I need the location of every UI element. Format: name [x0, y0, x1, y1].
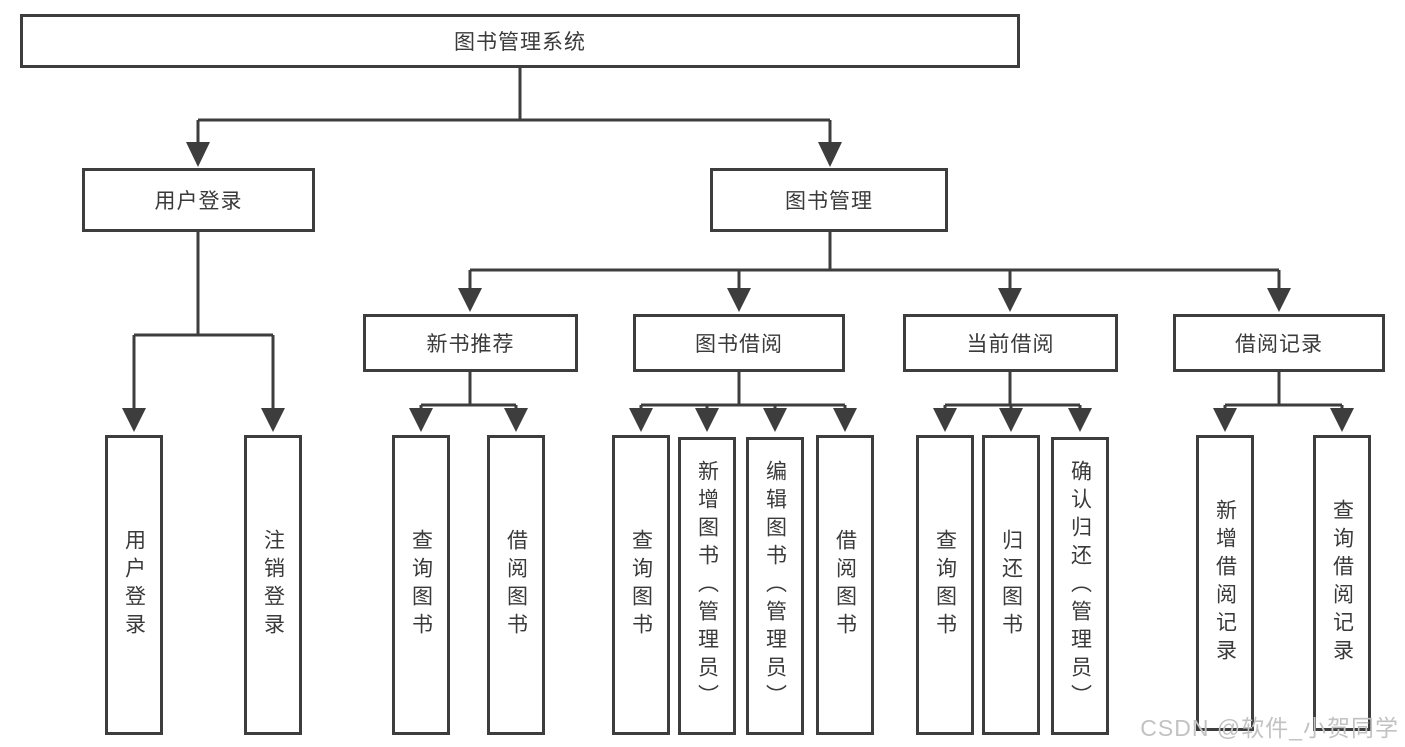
leaf-borrow-books-borrowing-label: 借阅图书 — [833, 529, 857, 641]
node-new-book-recommendation-label: 新书推荐 — [426, 333, 515, 356]
leaf-query-books-recommend-label: 查询图书 — [409, 529, 433, 641]
connector-new-book-rec-children — [409, 372, 528, 432]
node-new-book-recommendation: 新书推荐 — [363, 314, 578, 372]
connector-book-borrowing-children — [629, 372, 857, 432]
node-current-borrowing-label: 当前借阅 — [966, 333, 1055, 356]
leaf-logout-login: 注销登录 — [244, 435, 302, 735]
leaf-query-books-borrowing: 查询图书 — [612, 435, 670, 735]
leaf-add-borrow-record-label: 新增借阅记录 — [1213, 499, 1237, 667]
node-borrowing-records-label: 借阅记录 — [1235, 333, 1323, 356]
leaf-add-borrow-record: 新增借阅记录 — [1196, 435, 1254, 731]
leaf-borrow-books-borrowing: 借阅图书 — [816, 435, 874, 735]
node-borrowing-records: 借阅记录 — [1173, 314, 1385, 372]
node-library-system: 图书管理系统 — [20, 14, 1020, 68]
node-library-system-label: 图书管理系统 — [454, 31, 586, 54]
connector-user-login-children — [122, 232, 285, 432]
leaf-logout-login-label: 注销登录 — [261, 529, 285, 641]
node-book-management: 图书管理 — [710, 168, 948, 232]
leaf-query-books-current: 查询图书 — [916, 435, 974, 735]
leaf-user-login-label: 用户登录 — [122, 529, 146, 641]
leaf-query-borrow-record: 查询借阅记录 — [1313, 435, 1371, 731]
leaf-query-books-borrowing-label: 查询图书 — [629, 529, 653, 641]
node-book-borrowing: 图书借阅 — [633, 314, 845, 372]
leaf-return-books-label: 归还图书 — [999, 529, 1023, 641]
connector-current-borrowing-children — [933, 372, 1092, 432]
leaf-borrow-books-recommend: 借阅图书 — [487, 435, 545, 735]
leaf-add-books-admin: 新增图书（管理员） — [678, 437, 736, 735]
leaf-confirm-return-admin-label: 确认归还（管理员） — [1068, 460, 1092, 712]
leaf-confirm-return-admin: 确认归还（管理员） — [1051, 437, 1109, 735]
leaf-borrow-books-recommend-label: 借阅图书 — [504, 529, 528, 641]
leaf-user-login: 用户登录 — [105, 435, 163, 735]
leaf-edit-books-admin-label: 编辑图书（管理员） — [763, 460, 787, 712]
connector-book-management-children — [458, 232, 1291, 312]
leaf-return-books: 归还图书 — [982, 435, 1040, 735]
node-book-borrowing-label: 图书借阅 — [695, 333, 783, 356]
leaf-edit-books-admin: 编辑图书（管理员） — [746, 437, 804, 735]
leaf-query-borrow-record-label: 查询借阅记录 — [1330, 499, 1354, 667]
connector-borrowing-records-children — [1213, 372, 1354, 432]
leaf-query-books-recommend: 查询图书 — [392, 435, 450, 735]
node-user-login: 用户登录 — [82, 168, 315, 232]
leaf-add-books-admin-label: 新增图书（管理员） — [695, 460, 719, 712]
watermark-text: CSDN @软件_小贺同学 — [1140, 715, 1399, 741]
leaf-query-books-current-label: 查询图书 — [933, 529, 957, 641]
connector-root-to-level2 — [186, 68, 842, 167]
node-user-login-label: 用户登录 — [154, 190, 243, 213]
node-current-borrowing: 当前借阅 — [903, 314, 1118, 372]
node-book-management-label: 图书管理 — [785, 190, 873, 213]
